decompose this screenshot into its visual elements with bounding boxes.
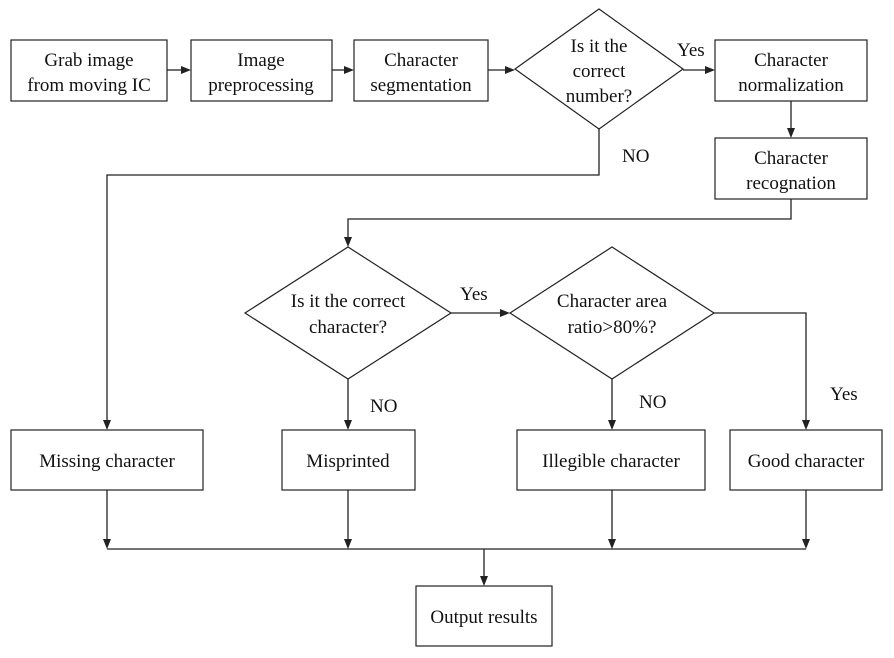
edge-label-number-yes: Yes bbox=[677, 40, 705, 61]
edge-label-area-yes: Yes bbox=[830, 384, 858, 405]
node-grab-image-line-2: from moving IC bbox=[27, 75, 151, 96]
edge-label-area-no: NO bbox=[639, 392, 666, 413]
node-misprinted-label: Misprinted bbox=[306, 451, 390, 472]
edge-recognize-to-char-decision bbox=[344, 199, 792, 247]
node-character-recognation: Character recognation bbox=[714, 137, 868, 200]
node-image-preprocessing-line-1: Image bbox=[237, 50, 284, 71]
node-illegible-character-label: Illegible character bbox=[542, 451, 680, 472]
node-image-preprocessing-line-2: preprocessing bbox=[208, 75, 314, 96]
node-character-normalization-line-1: Character bbox=[754, 50, 829, 71]
merge-bus bbox=[103, 490, 810, 550]
node-good-character-label: Good character bbox=[748, 451, 865, 472]
decision-correct-character: Is it the correct character? bbox=[243, 246, 453, 380]
edge-char-no-to-misprinted bbox=[344, 379, 352, 430]
decision-correct-character-line-2: character? bbox=[309, 317, 387, 338]
edge-bus-to-output bbox=[480, 549, 488, 586]
node-character-normalization: Character normalization bbox=[714, 39, 868, 102]
node-missing-character-label: Missing character bbox=[39, 451, 175, 472]
node-misprinted: Misprinted bbox=[281, 429, 416, 491]
node-output-results: Output results bbox=[415, 585, 553, 647]
node-character-segmentation-line-1: Character bbox=[384, 50, 459, 71]
edge-label-char-yes: Yes bbox=[460, 284, 488, 305]
decision-correct-number-line-1: Is it the bbox=[571, 36, 628, 57]
node-character-segmentation-line-2: segmentation bbox=[370, 75, 472, 96]
edge-area-no-to-illegible bbox=[608, 379, 616, 430]
node-missing-character: Missing character bbox=[10, 429, 204, 491]
edge-decision-to-normalize bbox=[683, 66, 715, 74]
edge-grab-to-preprocess bbox=[167, 66, 191, 74]
decision-area-ratio-line-2: ratio>80%? bbox=[568, 317, 657, 338]
node-illegible-character: Illegible character bbox=[516, 429, 706, 491]
node-character-recognation-line-2: recognation bbox=[746, 173, 836, 194]
node-output-results-label: Output results bbox=[430, 607, 537, 628]
node-good-character: Good character bbox=[729, 429, 883, 491]
node-grab-image: Grab image from moving IC bbox=[10, 39, 168, 102]
decision-area-ratio-line-1: Character area bbox=[557, 291, 668, 312]
edge-char-yes-to-area bbox=[451, 309, 510, 317]
edge-preprocess-to-segment bbox=[332, 66, 354, 74]
node-character-normalization-line-2: normalization bbox=[738, 75, 844, 96]
edge-label-number-no: NO bbox=[622, 146, 649, 167]
decision-correct-character-line-1: Is it the correct bbox=[291, 291, 406, 312]
edge-number-no-to-missing bbox=[103, 129, 600, 430]
edge-segment-to-decision bbox=[488, 66, 515, 74]
decision-correct-number: Is it the correct number? bbox=[513, 8, 685, 130]
decision-correct-number-line-3: number? bbox=[566, 86, 632, 107]
edge-normalize-to-recognize bbox=[787, 101, 795, 138]
decision-area-ratio: Character area ratio>80%? bbox=[508, 246, 716, 380]
decision-correct-number-line-2: correct bbox=[573, 61, 626, 82]
node-character-segmentation: Character segmentation bbox=[353, 39, 489, 102]
node-grab-image-line-1: Grab image bbox=[44, 50, 133, 71]
edge-label-char-no: NO bbox=[370, 396, 397, 417]
node-image-preprocessing: Image preprocessing bbox=[190, 39, 333, 102]
edge-area-yes-to-good bbox=[714, 312, 810, 430]
node-character-recognation-line-1: Character bbox=[754, 148, 829, 169]
